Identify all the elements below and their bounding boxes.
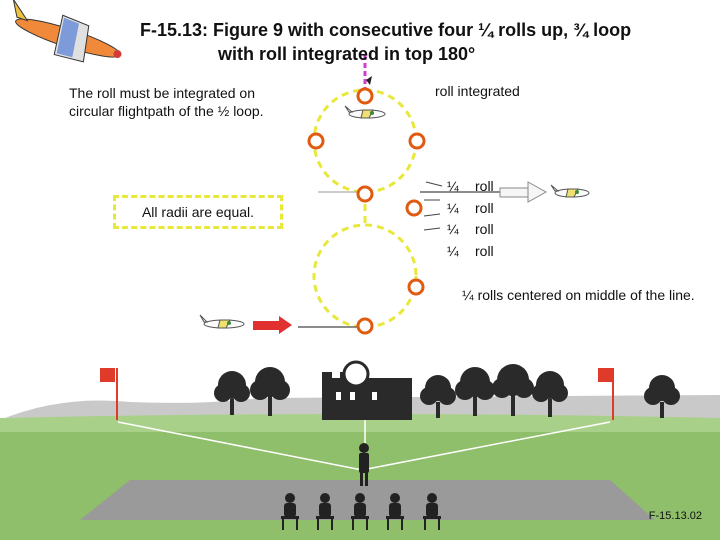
tree-icon (214, 364, 680, 418)
rolls-centered-note: ¼ rolls centered on middle of the line. (462, 287, 695, 303)
bottom-loop-path (312, 223, 418, 329)
airplane-icon (199, 105, 590, 329)
castle-icon (322, 360, 412, 420)
page-title: F-15.13: Figure 9 with consecutive four … (140, 18, 700, 66)
roll-integrated-label: roll integrated (435, 83, 520, 99)
radii-note: All radii are equal. (141, 204, 255, 220)
entry-arrow-icon (253, 316, 292, 334)
title-line-1: F-15.13: Figure 9 with consecutive four … (140, 20, 632, 40)
quarter-roll-ticks (423, 181, 443, 231)
integrated-roll-arrow (366, 76, 372, 85)
radii-note-box: All radii are equal. (113, 195, 283, 229)
runway (80, 480, 655, 520)
figure-code: F-15.13.02 (648, 510, 702, 522)
title-line-2: with roll integrated in top 180° (218, 44, 476, 64)
roll-on-loop-note: The roll must be integrated on circular … (69, 85, 264, 119)
marker-ring-icon (307, 87, 426, 335)
exit-arrow-icon (499, 181, 548, 203)
airplane-logo-icon (12, 0, 122, 63)
judge-icon (281, 493, 441, 530)
pilot-icon (359, 443, 369, 486)
flag-icon (100, 368, 614, 420)
